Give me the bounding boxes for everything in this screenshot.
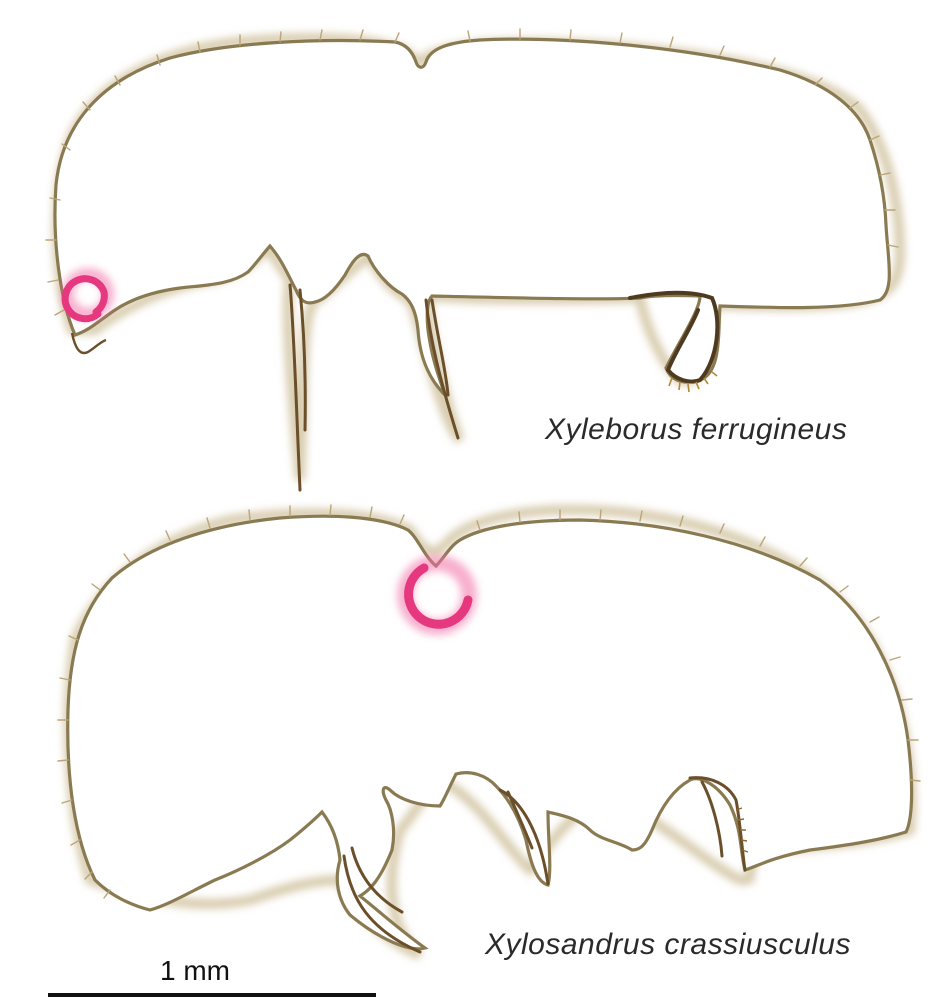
species-label-xylosandrus: Xylosandrus crassiusculus xyxy=(485,928,851,962)
body-outline-bottom xyxy=(68,516,912,949)
scale-bar xyxy=(48,993,376,997)
scale-bar-label: 1 mm xyxy=(160,955,230,987)
beetle-xylosandrus-crassiusculus xyxy=(58,505,920,955)
body-outline-top xyxy=(55,39,889,395)
mouthparts-top xyxy=(72,333,106,353)
species-label-xyleborus: Xyleborus ferrugineus xyxy=(545,413,847,447)
